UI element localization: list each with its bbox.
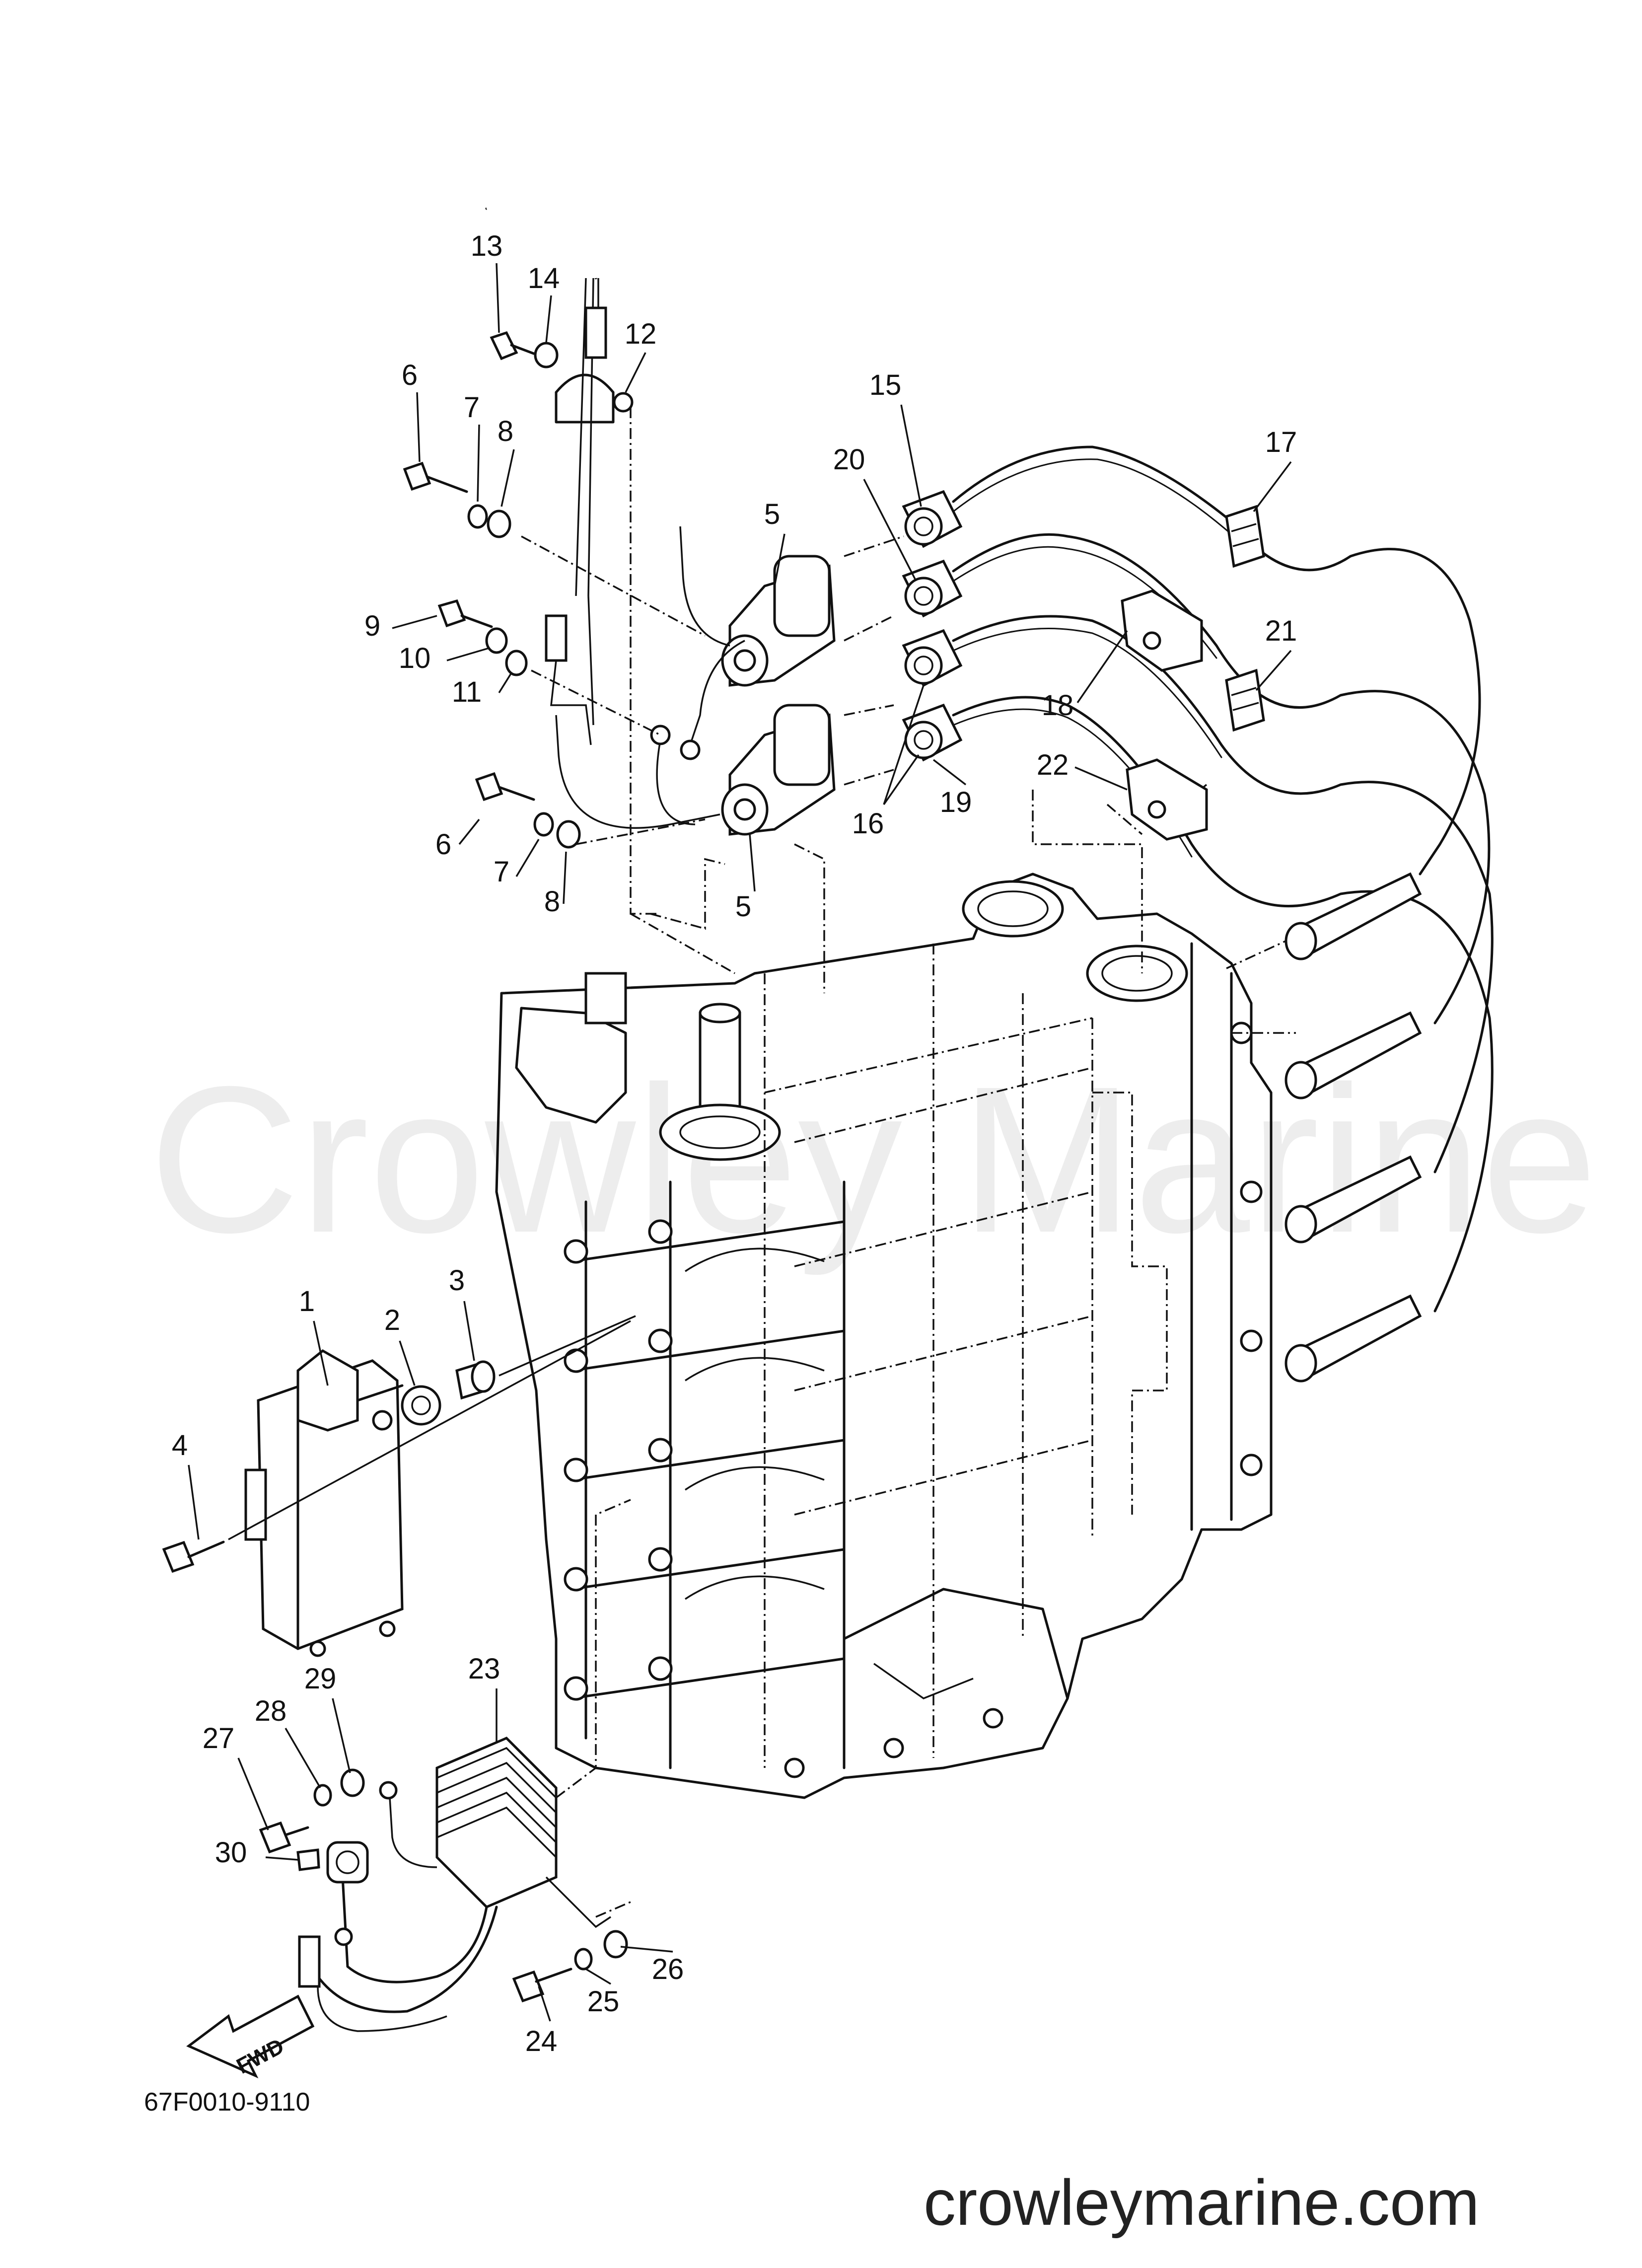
callout-1: 1 — [299, 1285, 315, 1317]
bolt-9 — [437, 599, 493, 628]
watermark: Crowley Marine — [149, 1043, 1597, 1277]
callout-2: 2 — [384, 1304, 400, 1336]
website-url: crowleymarine.com — [924, 2166, 1480, 2239]
callout-11: 11 — [452, 676, 482, 708]
callout-4: 4 — [172, 1429, 188, 1462]
rectifier-mount-lines — [555, 1499, 631, 1918]
washer-8-lower — [556, 820, 581, 849]
callout-25: 25 — [587, 1985, 620, 2018]
callout-28: 28 — [255, 1695, 287, 1727]
callout-21: 21 — [1265, 615, 1297, 647]
callout-29: 29 — [304, 1663, 337, 1695]
callout-16: 16 — [852, 807, 884, 840]
washer-29 — [340, 1768, 365, 1797]
callout-17: 17 — [1265, 426, 1297, 458]
callout-15: 15 — [869, 369, 902, 401]
washer-10 — [485, 627, 508, 654]
bolt-27 — [259, 1821, 309, 1854]
lead-holder-21 — [1225, 668, 1265, 732]
ignition-coil-lower — [721, 704, 836, 836]
ignition-coil-upper — [721, 555, 836, 687]
callout-14: 14 — [528, 262, 560, 294]
washer-26 — [603, 1930, 628, 1959]
callout-leaders — [188, 263, 1292, 2022]
clip-30 — [296, 1848, 320, 1871]
callout-10: 10 — [399, 642, 431, 674]
coil-ground-leads — [555, 526, 745, 829]
high-tension-leads — [952, 445, 1494, 1313]
callout-26: 26 — [652, 1953, 684, 1985]
callout-8: 8 — [498, 415, 513, 447]
washer-7-upper — [467, 504, 488, 529]
bolt-13 — [490, 331, 535, 361]
lead-holder-17 — [1225, 505, 1265, 568]
washer-28 — [313, 1784, 332, 1807]
callout-24: 24 — [525, 2025, 558, 2057]
washer-8-upper — [487, 510, 511, 538]
callout-13: 13 — [471, 230, 503, 262]
callout-5: 5 — [764, 498, 780, 530]
callout-5: 5 — [735, 890, 751, 923]
cable-clamp — [555, 373, 634, 424]
callout-20: 20 — [833, 443, 865, 476]
callout-19: 19 — [940, 786, 972, 818]
callout-18: 18 — [1042, 689, 1074, 722]
grommet-2 — [401, 1385, 441, 1426]
washer-25 — [574, 1948, 593, 1971]
forward-arrow: FWD — [186, 1994, 315, 2079]
washer-11 — [505, 650, 528, 676]
callout-8: 8 — [544, 885, 560, 918]
diagram-code: 67F0010-9110 — [144, 2088, 310, 2117]
spark-plug-boots — [1285, 872, 1422, 1383]
bolt-6-lower — [475, 772, 535, 802]
engine-block — [495, 873, 1273, 1799]
callout-3: 3 — [449, 1264, 465, 1297]
rectifier-regulator — [435, 1737, 611, 1928]
callout-6: 6 — [435, 828, 451, 861]
spark-plug-cap-20 — [902, 559, 963, 618]
bracket-22 — [1126, 758, 1208, 841]
bolt-4 — [162, 1540, 225, 1573]
rectifier-harness — [298, 1781, 498, 2032]
callout-7: 7 — [494, 856, 509, 888]
callout-30: 30 — [215, 1836, 247, 1869]
spark-plug-cap-16 — [902, 629, 963, 687]
collar-3 — [455, 1360, 496, 1400]
spark-plug-cap-19 — [902, 703, 963, 762]
cdi-unit — [244, 1349, 404, 1657]
callout-labels: 1234556677889101112131415161718192021222… — [172, 230, 1297, 2057]
callout-12: 12 — [625, 318, 657, 350]
callout-7: 7 — [464, 391, 480, 424]
cdi-mount-line — [228, 1315, 636, 1540]
callout-22: 22 — [1037, 749, 1069, 781]
callout-27: 27 — [203, 1722, 235, 1755]
washer-7-lower — [533, 812, 554, 837]
bolt-6-upper — [403, 461, 468, 493]
callout-6: 6 — [402, 359, 418, 391]
callout-23: 23 — [468, 1653, 500, 1685]
wire-harness — [484, 192, 607, 745]
bolt-24 — [512, 1968, 572, 2003]
spark-plug-cap-15 — [902, 490, 963, 548]
callout-9: 9 — [364, 610, 380, 642]
bracket-18 — [1121, 589, 1203, 672]
washer-14 — [534, 342, 559, 368]
